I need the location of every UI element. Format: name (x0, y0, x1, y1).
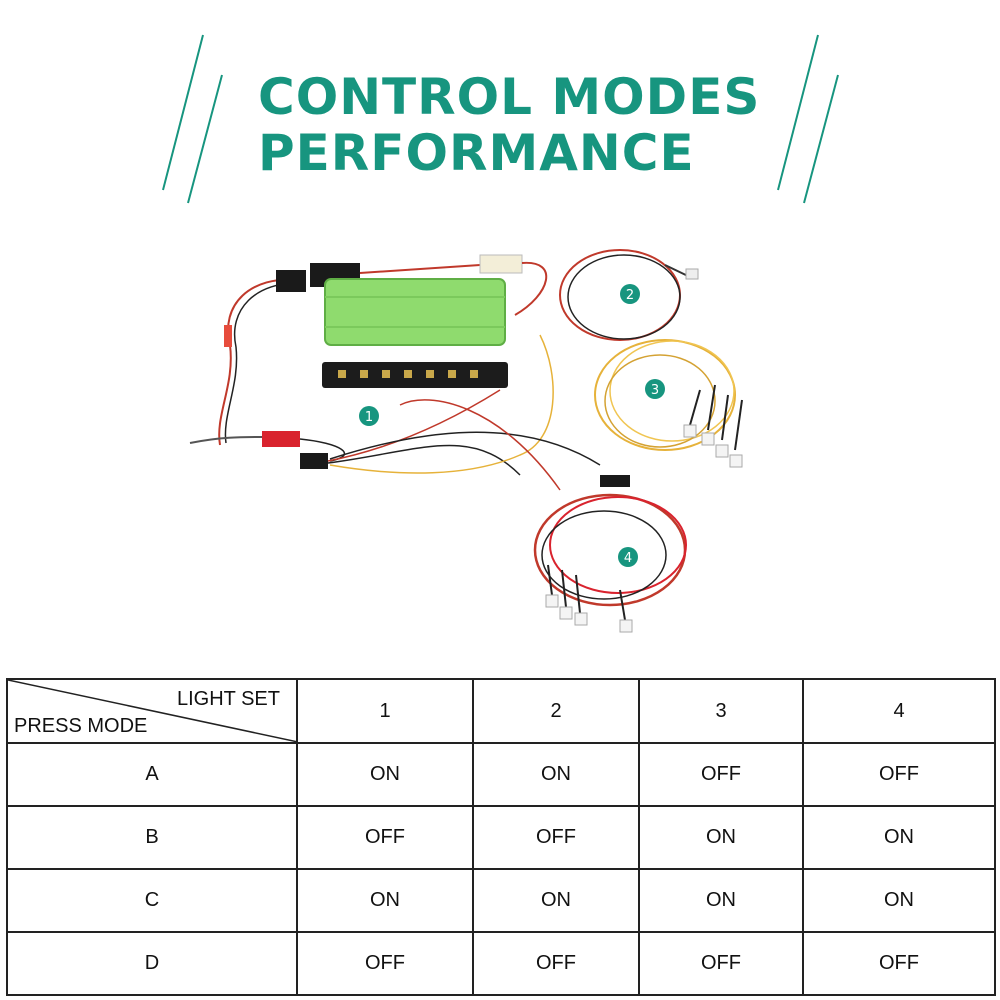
table-cell: ON (638, 805, 804, 870)
table-cell: ON (296, 868, 474, 933)
table-cell: OFF (296, 805, 474, 870)
table-cell: OFF (638, 742, 804, 807)
table-cell: ON (802, 805, 996, 870)
table-cell: ON (472, 868, 640, 933)
table-cell: ON (296, 742, 474, 807)
connector-white (479, 254, 523, 274)
control-modes-table: LIGHT SET PRESS MODE 1 2 3 4 A ON ON OFF… (6, 678, 996, 996)
connector-top-left (276, 270, 306, 292)
light-set-badge-4: 4 (618, 547, 638, 567)
table-cell: ON (802, 868, 996, 933)
table-cell: OFF (296, 931, 474, 996)
light-set-badge-1: 1 (359, 406, 379, 426)
column-header: 3 (638, 678, 804, 744)
mode-label: A (6, 742, 298, 807)
svg-text:3: 3 (651, 383, 659, 398)
product-photo: 1 2 3 4 (189, 249, 743, 633)
table-cell: OFF (802, 742, 996, 807)
table-header-row: LIGHT SET PRESS MODE 1 2 3 4 (6, 678, 996, 744)
press-mode-header: PRESS MODE (14, 715, 148, 737)
controller-module (262, 431, 300, 447)
table-cell: OFF (472, 805, 640, 870)
svg-text:2: 2 (626, 288, 634, 303)
column-header: 2 (472, 678, 640, 744)
title-line-2: PERFORMANCE (258, 124, 695, 182)
svg-text:4: 4 (624, 551, 632, 566)
table-cell: OFF (472, 931, 640, 996)
column-header: 1 (296, 678, 474, 744)
table-cell: ON (472, 742, 640, 807)
connector-bottom (300, 453, 328, 469)
table-cell: OFF (638, 931, 804, 996)
mode-label: C (6, 868, 298, 933)
table-row: A ON ON OFF OFF (6, 742, 996, 807)
title-line-1: CONTROL MODES (258, 68, 761, 126)
table-row: D OFF OFF OFF OFF (6, 931, 996, 996)
svg-text:1: 1 (365, 410, 373, 425)
table-row: B OFF OFF ON ON (6, 805, 996, 870)
led-light-bar (322, 362, 508, 388)
mode-label: D (6, 931, 298, 996)
battery-pack (324, 278, 506, 346)
light-set-badge-2: 2 (620, 284, 640, 304)
header: CONTROL MODES PERFORMANCE (0, 0, 1000, 215)
table-row: C ON ON ON ON (6, 868, 996, 933)
table-cell: ON (638, 868, 804, 933)
column-header: 4 (802, 678, 996, 744)
table-corner-cell: LIGHT SET PRESS MODE (6, 678, 298, 744)
decorative-slashes (162, 34, 839, 204)
light-set-badge-3: 3 (645, 379, 665, 399)
mode-label: B (6, 805, 298, 870)
table-cell: OFF (802, 931, 996, 996)
light-set-header: LIGHT SET (177, 688, 280, 710)
